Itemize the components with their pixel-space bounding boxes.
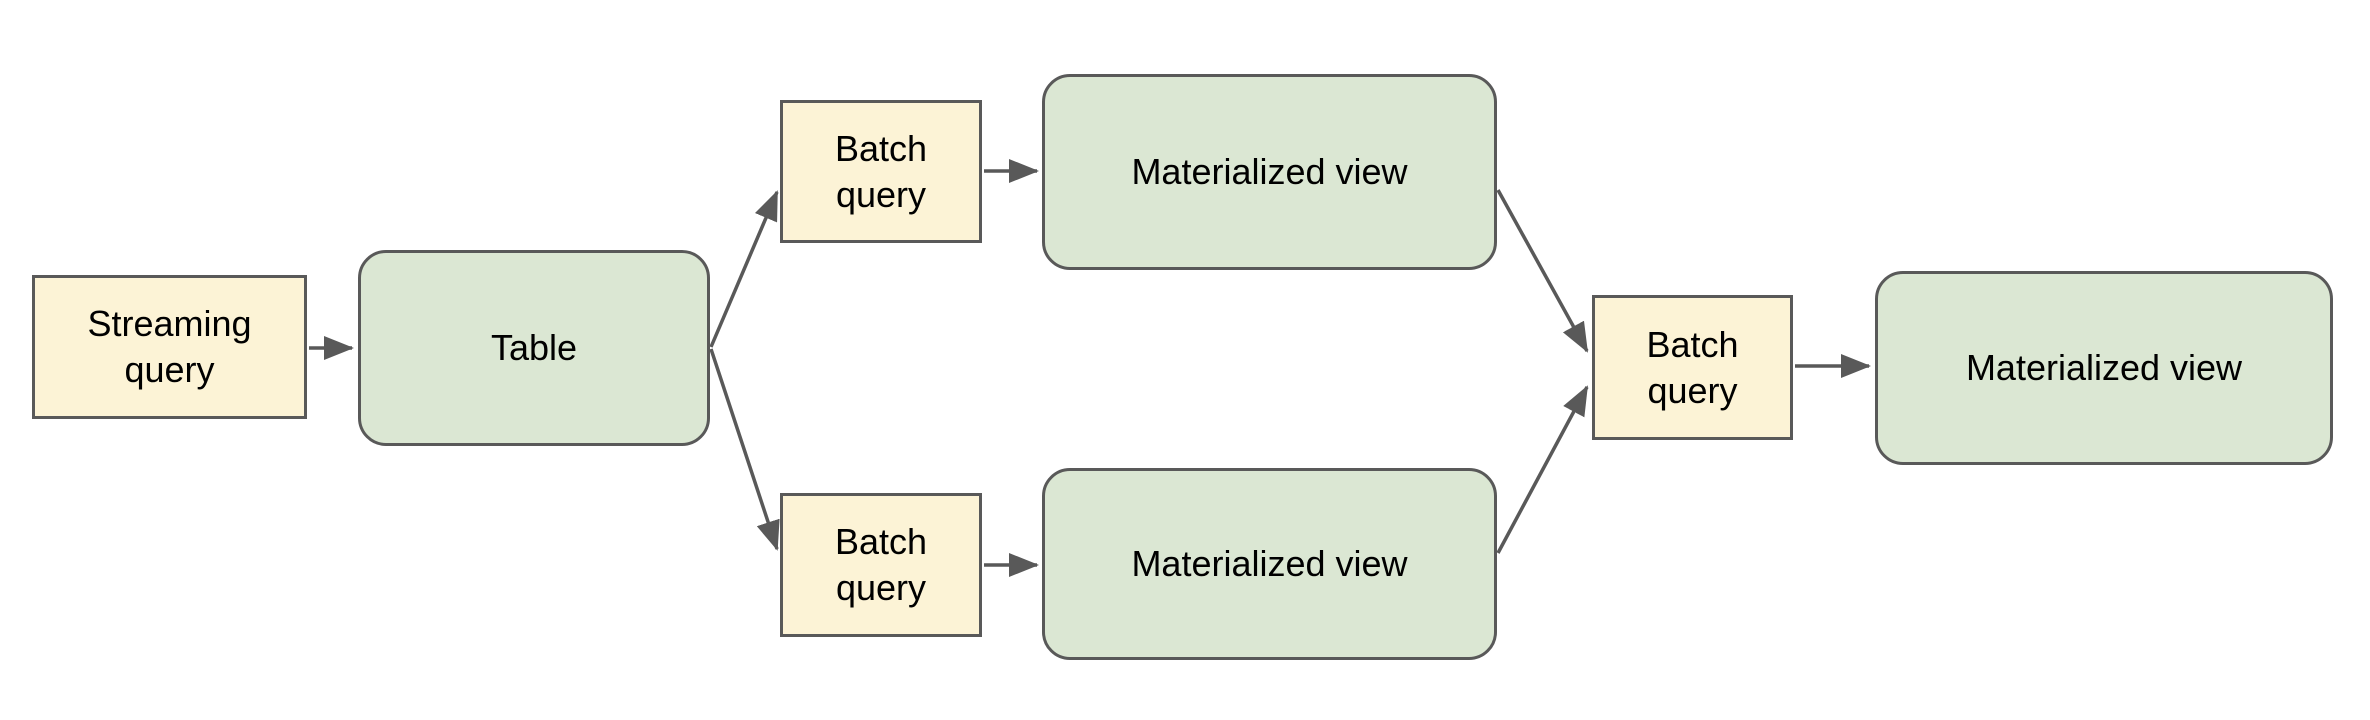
node-batch-query-bottom: Batch query [780,493,982,637]
node-materialized-view-bottom: Materialized view [1042,468,1497,660]
node-label: Batch query [834,521,928,608]
arrow-table-to-batch-query-top [709,190,779,348]
node-label: Materialized view [1131,151,1408,192]
arrow-mv-top-to-batch-query-right [1496,189,1589,353]
node-table: Table [358,250,710,446]
node-label: Table [490,327,578,368]
node-label: Streaming query [87,303,252,390]
node-batch-query-top: Batch query [780,100,982,243]
node-label: Materialized view [1965,347,2243,388]
node-label: Batch query [1646,323,1739,411]
node-label: Batch query [834,127,928,215]
node-batch-query-right: Batch query [1592,295,1793,440]
node-materialized-view-top: Materialized view [1042,74,1497,270]
arrow-mv-bottom-to-batch-query-right [1496,385,1589,554]
node-label: Materialized view [1131,543,1408,584]
arrow-table-to-batch-query-bottom [709,348,780,551]
node-materialized-view-final: Materialized view [1875,271,2333,465]
node-streaming-query: Streaming query [32,275,307,419]
